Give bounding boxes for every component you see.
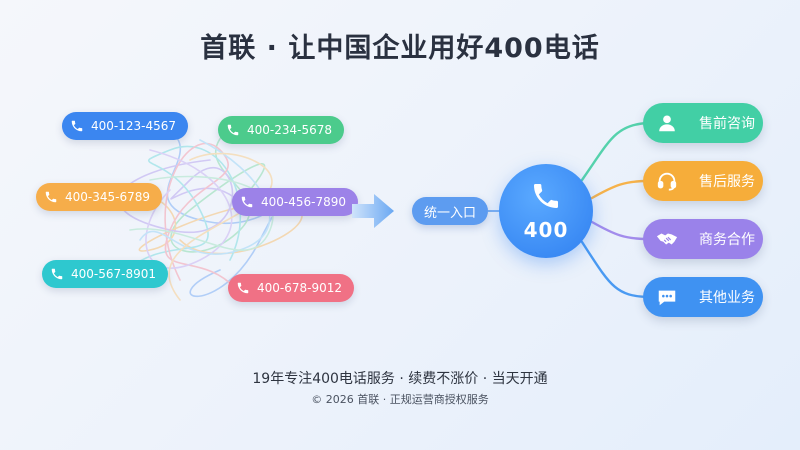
phone-icon bbox=[42, 188, 60, 206]
phone-icon bbox=[48, 265, 66, 283]
number-label: 400-123-4567 bbox=[91, 119, 177, 133]
number-pill: 400-123-4567 bbox=[62, 112, 189, 140]
service-label: 售后服务 bbox=[699, 174, 755, 190]
phone-icon bbox=[224, 121, 242, 139]
number-label: 400-234-5678 bbox=[247, 123, 333, 137]
service-label: 其他业务 bbox=[699, 290, 755, 306]
arrow-right-icon bbox=[352, 194, 394, 228]
service-label: 商务合作 bbox=[699, 232, 755, 248]
service-business: 商务合作 bbox=[643, 219, 763, 259]
chat-icon bbox=[649, 279, 685, 315]
unified-entry-label: 统一入口 bbox=[412, 197, 488, 225]
number-pill: 400-567-8901 bbox=[42, 260, 169, 288]
number-pill: 400-234-5678 bbox=[218, 116, 345, 144]
number-label: 400-678-9012 bbox=[257, 281, 343, 295]
number-label: 400-456-7890 bbox=[261, 195, 347, 209]
copyright: © 2026 首联 · 正规运营商授权服务 bbox=[311, 393, 489, 406]
phone-icon bbox=[68, 117, 86, 135]
service-label: 售前咨询 bbox=[699, 116, 755, 132]
hub-400-circle: 400 bbox=[499, 164, 593, 258]
number-pill: 400-456-7890 bbox=[232, 188, 359, 216]
hub-number: 400 bbox=[523, 218, 569, 242]
service-other: 其他业务 bbox=[643, 277, 763, 317]
number-pill: 400-345-6789 bbox=[36, 183, 163, 211]
phone-icon bbox=[530, 180, 562, 216]
handshake-icon bbox=[649, 221, 685, 257]
user-icon bbox=[649, 105, 685, 141]
tagline: 19年专注400电话服务 · 续费不涨价 · 当天开通 bbox=[252, 371, 548, 387]
phone-icon bbox=[238, 193, 256, 211]
service-aftersales: 售后服务 bbox=[643, 161, 763, 201]
number-label: 400-345-6789 bbox=[65, 190, 151, 204]
page-title: 首联 · 让中国企业用好400电话 bbox=[200, 33, 600, 64]
service-presales: 售前咨询 bbox=[643, 103, 763, 143]
headset-icon bbox=[649, 163, 685, 199]
phone-icon bbox=[234, 279, 252, 297]
number-pill: 400-678-9012 bbox=[228, 274, 355, 302]
number-label: 400-567-8901 bbox=[71, 267, 157, 281]
